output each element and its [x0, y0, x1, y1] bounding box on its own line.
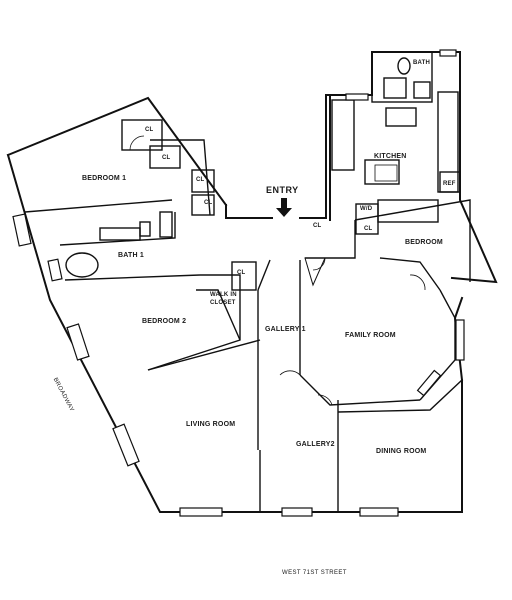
room-label-bedroom1: BEDROOM 1: [82, 175, 127, 182]
closet-label: CL: [196, 177, 205, 183]
door-swing-gallery1: [279, 370, 301, 376]
room-label-gallery1: GALLERY 1: [265, 326, 306, 333]
shower-upper: [383, 77, 407, 99]
kitchen-counter-left: [331, 99, 355, 171]
wall-gallery1-west: [257, 259, 271, 291]
refrigerator: [439, 171, 461, 193]
wall-bath1: [59, 212, 176, 246]
window-dining-south: [359, 507, 399, 517]
room-label-bedroom: BEDROOM: [405, 239, 443, 246]
closet-label: CL: [237, 270, 246, 276]
window-family-bay: [455, 319, 465, 361]
window-bath1: [47, 258, 63, 282]
entry-arrow-icon: [276, 198, 292, 217]
closet-walkin: [231, 261, 257, 291]
closet-bedroom-right: [377, 199, 439, 223]
bathtub: [65, 252, 99, 278]
toilet-upper: [397, 57, 411, 75]
wall-entry-corridor: [225, 204, 273, 219]
door-swing-bedroom-right: [409, 274, 426, 291]
vanity-upper: [413, 81, 431, 99]
wall-entry-right: [299, 94, 327, 219]
wall-family-south: [299, 374, 421, 406]
bath-upper-room: [371, 51, 433, 103]
street-label-bottom: WEST 71ST STREET: [282, 570, 347, 576]
closet-label: CL: [145, 127, 154, 133]
window-bedroom2: [66, 323, 90, 361]
wall-dining-north: [337, 379, 463, 413]
room-label-kitchen: KITCHEN: [374, 153, 407, 160]
outer-wall-west: [6, 153, 301, 513]
wall-bath1-south: [64, 274, 201, 281]
wall-bedroom1-east: [150, 139, 211, 216]
room-label-bath1: BATH 1: [118, 252, 144, 259]
closet-bedroom1: [121, 119, 163, 151]
room-label-ref: REF: [443, 181, 456, 187]
entry-label: ENTRY: [266, 185, 299, 195]
closet-hall-1: [149, 145, 181, 169]
room-label-gallery2: GALLERY2: [296, 441, 335, 448]
window-family-diagonal: [416, 369, 442, 397]
room-label-walkin-2: CLOSET: [210, 300, 236, 306]
vanity: [99, 227, 141, 241]
room-label-wd: W/D: [360, 206, 373, 212]
room-label-bedroom2: BEDROOM 2: [142, 318, 187, 325]
wall-bedroom-right: [354, 199, 471, 282]
outer-wall-northwest: [6, 96, 228, 207]
room-label-dining: DINING ROOM: [376, 448, 427, 455]
room-label-living: LIVING ROOM: [186, 421, 236, 428]
window-kitchen-left: [345, 93, 369, 101]
kitchen-counter-right: [437, 91, 459, 193]
outer-wall-south: [299, 379, 463, 513]
wall-bedroom-right-south: [379, 257, 441, 291]
closet-label: CL: [204, 200, 213, 206]
closet-hall-3: [191, 194, 215, 216]
room-label-bath: BATH: [413, 60, 431, 66]
closet-label: CL: [364, 226, 373, 232]
window-kitchen-top: [439, 49, 457, 57]
closet-hall-2: [191, 169, 215, 193]
window-living-west: [112, 423, 140, 467]
kitchen-stove: [385, 107, 417, 127]
door-swing-bedroom1: [129, 135, 145, 151]
window-living-south: [179, 507, 223, 517]
door-swing-gallery2: [317, 394, 333, 406]
room-label-family: FAMILY ROOM: [345, 332, 396, 339]
wall-living-north: [147, 339, 261, 371]
kitchen-island: [364, 159, 400, 185]
wall-bedroom1-south: [24, 199, 173, 213]
closet-label: CL: [162, 155, 171, 161]
kitchen-range-hood: [374, 164, 398, 182]
room-label-walkin-1: WALK IN: [210, 292, 237, 298]
toilet-bath1: [139, 221, 151, 237]
closet-label: CL: [313, 223, 322, 229]
door-swing-family: [312, 257, 326, 271]
wall-walkin: [196, 289, 241, 341]
window-bedroom1: [12, 213, 32, 247]
column-gallery: [304, 257, 326, 287]
wall-bedroom2-east: [147, 274, 241, 371]
window-gallery2-south: [281, 507, 313, 517]
tub-enclosure: [159, 211, 173, 238]
